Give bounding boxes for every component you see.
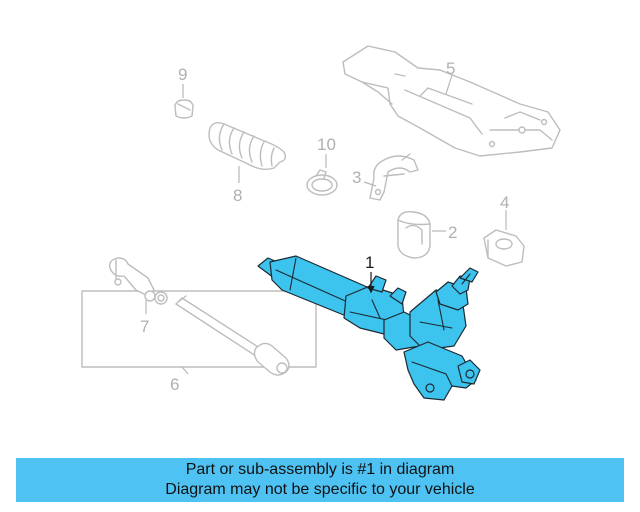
banner-line-part: Part or sub-assembly is #1 in diagram — [185, 461, 455, 478]
part-7-tie-rod-end[interactable] — [108, 257, 168, 305]
part-6-inner-tie-rod[interactable] — [81, 290, 317, 376]
callout-5: 5 — [446, 59, 455, 78]
part-5-crossmember[interactable] — [342, 45, 561, 157]
callout-2: 2 — [448, 223, 457, 242]
part-4-mount[interactable] — [483, 229, 525, 267]
part-9-clamp[interactable] — [174, 99, 194, 119]
part-2-bushing[interactable] — [397, 210, 431, 259]
callout-1: 1 — [365, 253, 374, 272]
callout-4: 4 — [500, 193, 509, 212]
banner-line-disclaimer: Diagram may not be specific to your vehi… — [165, 481, 475, 498]
info-banner: Part or sub-assembly is #1 in diagram Di… — [16, 458, 624, 502]
part-10-clamp-ring[interactable] — [306, 169, 338, 196]
parts-diagram: 5 9 8 10 3 2 — [81, 45, 561, 401]
callout-9: 9 — [178, 65, 187, 84]
callout-10: 10 — [317, 135, 336, 154]
callout-3: 3 — [352, 168, 361, 187]
callout-7: 7 — [140, 317, 149, 336]
part-8-boot[interactable] — [208, 121, 287, 171]
callout-6: 6 — [170, 375, 179, 394]
callout-8: 8 — [233, 186, 242, 205]
part-3-bracket[interactable] — [369, 153, 419, 201]
part-1-steering-rack[interactable] — [257, 255, 481, 401]
